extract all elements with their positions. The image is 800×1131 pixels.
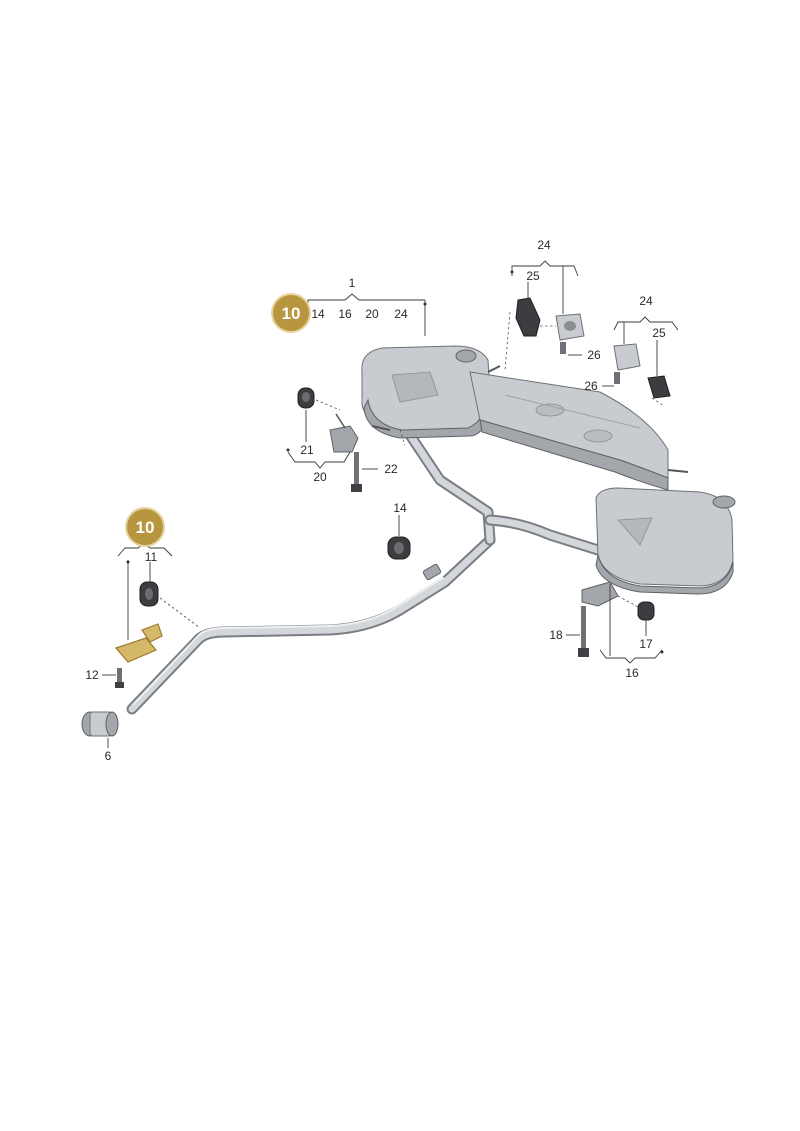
badge-10-main: 10	[271, 293, 311, 333]
hanger-25-top	[515, 297, 541, 337]
mount-24-top	[555, 313, 585, 341]
badge-text: 10	[282, 304, 301, 323]
bolt-26-right	[614, 372, 620, 384]
label-26-top: 26	[587, 348, 601, 362]
label-20: 20	[313, 470, 327, 484]
label-6: 6	[105, 749, 112, 763]
pipe-clamp	[422, 563, 442, 581]
bracket-20	[329, 413, 359, 453]
badge-text: 10	[136, 518, 155, 537]
label-25-right: 25	[652, 326, 666, 340]
label-17: 17	[639, 637, 653, 651]
rubber-mount-11	[139, 581, 159, 607]
label-25-top: 25	[526, 269, 540, 283]
label-1: 1	[349, 276, 356, 290]
badge-circle	[271, 293, 311, 333]
label-21: 21	[300, 443, 314, 457]
bolt-22	[351, 452, 362, 492]
label-1-part-16: 16	[338, 307, 352, 321]
label-26-right: 26	[584, 379, 598, 393]
bolt-26-top	[560, 342, 566, 354]
hanger-25-right	[647, 375, 671, 399]
label-24-top: 24	[537, 238, 551, 252]
rubber-mount-17	[637, 601, 655, 621]
label-1-part-14: 14	[311, 307, 325, 321]
label-18: 18	[549, 628, 563, 642]
y-pipe-left-branch	[402, 426, 496, 546]
mount-24-right	[613, 343, 641, 371]
rubber-mount-21	[297, 387, 315, 409]
badge-circle	[125, 507, 165, 547]
rubber-mount-14	[387, 536, 411, 560]
bracket-16	[581, 581, 619, 607]
y-pipe-right-branch	[484, 514, 604, 556]
bracket-10-highlighted	[114, 623, 163, 663]
front-pipe	[126, 534, 496, 715]
label-24-right: 24	[639, 294, 653, 308]
bolt-18	[578, 606, 589, 657]
label-11: 11	[145, 550, 158, 564]
label-12: 12	[85, 668, 99, 682]
label-14: 14	[393, 501, 407, 515]
label-1-part-20: 20	[365, 307, 379, 321]
bolt-12	[115, 668, 124, 688]
rear-silencer-assembly	[361, 345, 736, 595]
label-1-part-24: 24	[394, 307, 408, 321]
clamp-6	[81, 711, 119, 737]
label-16: 16	[625, 666, 639, 680]
label-22: 22	[384, 462, 398, 476]
badge-10-left: 10	[125, 507, 165, 547]
